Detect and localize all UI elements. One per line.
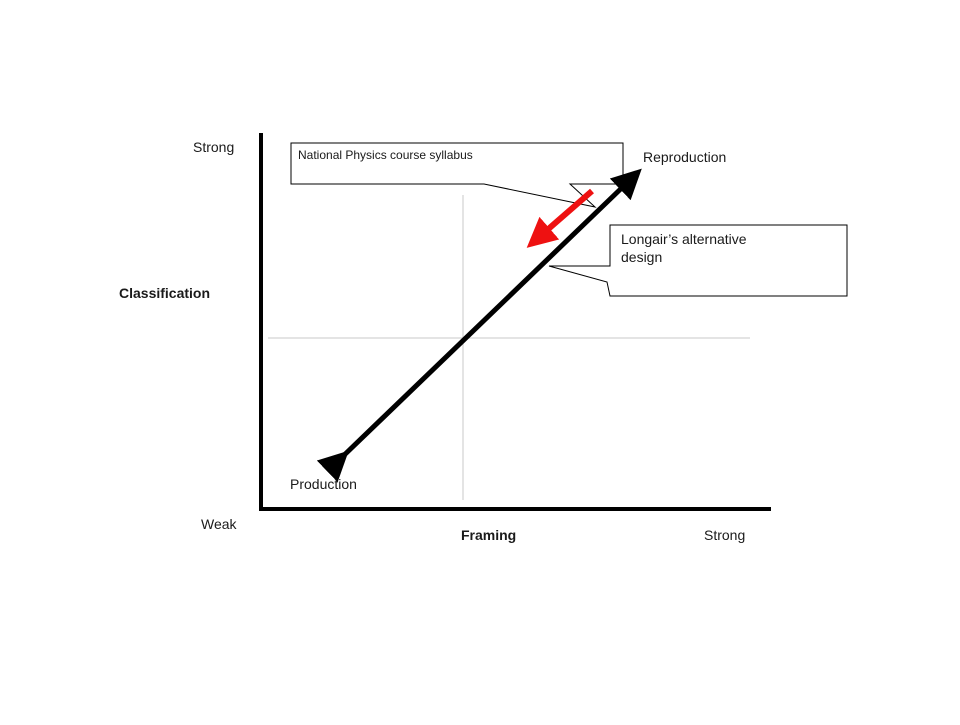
production-label: Production — [290, 476, 357, 492]
reproduction-label: Reproduction — [643, 149, 727, 165]
shift-arrow — [526, 188, 594, 248]
continuum-arrow — [316, 168, 642, 483]
y-axis-strong-label: Strong — [193, 139, 235, 155]
x-axis-strong-label: Strong — [704, 527, 746, 543]
alternative-callout-text: Longair’s alternative design — [621, 231, 747, 265]
y-axis-weak-label: Weak — [201, 516, 237, 532]
syllabus-callout-text: National Physics course syllabus — [298, 148, 473, 162]
y-axis-title: Classification — [119, 285, 211, 301]
x-axis-title: Framing — [461, 527, 517, 543]
